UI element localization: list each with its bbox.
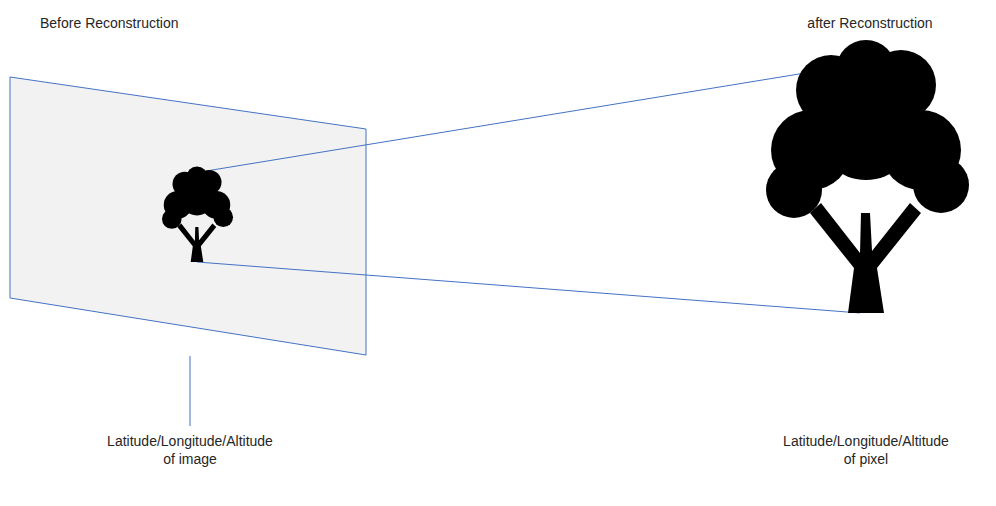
large-tree	[766, 40, 969, 313]
projection-line	[200, 66, 848, 172]
small-tree	[162, 166, 233, 262]
projection-line	[197, 262, 860, 313]
leader-line	[190, 356, 191, 426]
location-label: Latitude/Longitude/Altitude of image	[105, 432, 275, 468]
view-title: after Reconstruction	[807, 14, 932, 32]
location-label: Latitude/Longitude/Altitude of pixel	[781, 432, 951, 468]
image-plane	[10, 77, 366, 355]
view-title: Before Reconstruction	[40, 14, 179, 32]
